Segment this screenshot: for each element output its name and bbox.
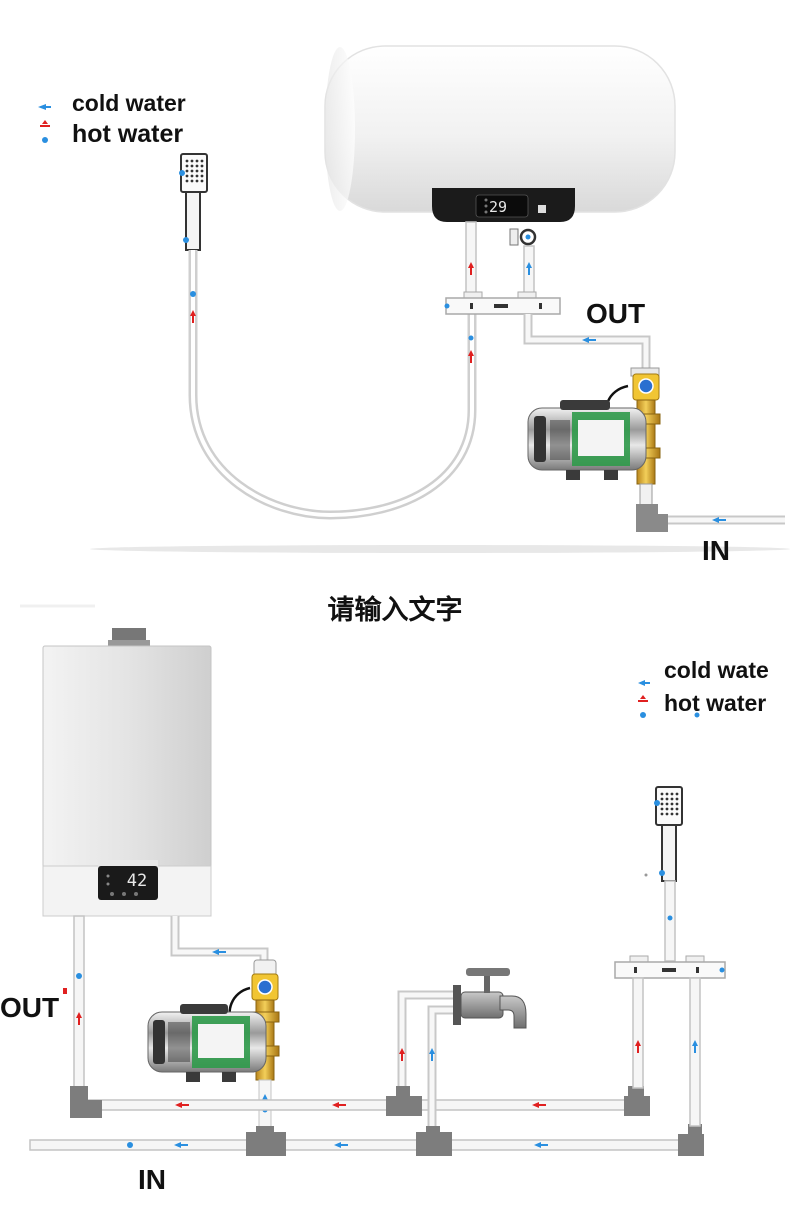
- boiler-display: 42: [127, 871, 147, 891]
- faucet-icon: [453, 968, 527, 1029]
- bottom-in-label: IN: [138, 1164, 166, 1195]
- caption-placeholder: 请输入文字: [327, 595, 463, 626]
- bottom-legend-markers: [638, 680, 700, 718]
- top-diagram: 29: [38, 45, 790, 553]
- mixer-valve-icon: [444, 291, 561, 315]
- elbow-fitting: [678, 1134, 704, 1156]
- shower-hose: [188, 228, 477, 520]
- booster-pump-icon: [527, 367, 661, 507]
- bottom-out-label: OUT: [0, 992, 60, 1023]
- booster-pump-icon: [147, 959, 280, 1133]
- shower-head-icon: [644, 786, 683, 882]
- top-legend-cold: cold water: [72, 90, 186, 116]
- bottom-legend-cold: cold wate: [664, 657, 769, 683]
- bottom-legend-hot: hot water: [664, 690, 767, 716]
- bottom-diagram: 42: [20, 604, 726, 1156]
- tank-display: 29: [489, 198, 507, 216]
- tee-fitting: [416, 1132, 452, 1156]
- elbow-fitting: [70, 1086, 102, 1118]
- top-in-label: IN: [702, 535, 730, 566]
- gas-boiler-icon: 42: [42, 628, 212, 917]
- top-legend-hot: hot water: [72, 120, 184, 148]
- top-out-label: OUT: [586, 298, 646, 329]
- tank-valve: [509, 228, 537, 246]
- top-legend-markers: [38, 104, 51, 143]
- hot-arrow: [190, 310, 196, 323]
- water-heater-tank-icon: 29: [324, 45, 676, 222]
- shower-head-icon: [179, 153, 208, 251]
- tee-fitting: [386, 1096, 422, 1116]
- mixer-valve-icon: [614, 955, 726, 979]
- elbow-fitting: [636, 504, 668, 532]
- elbow-fitting: [624, 1096, 650, 1116]
- tee-fitting: [246, 1132, 286, 1156]
